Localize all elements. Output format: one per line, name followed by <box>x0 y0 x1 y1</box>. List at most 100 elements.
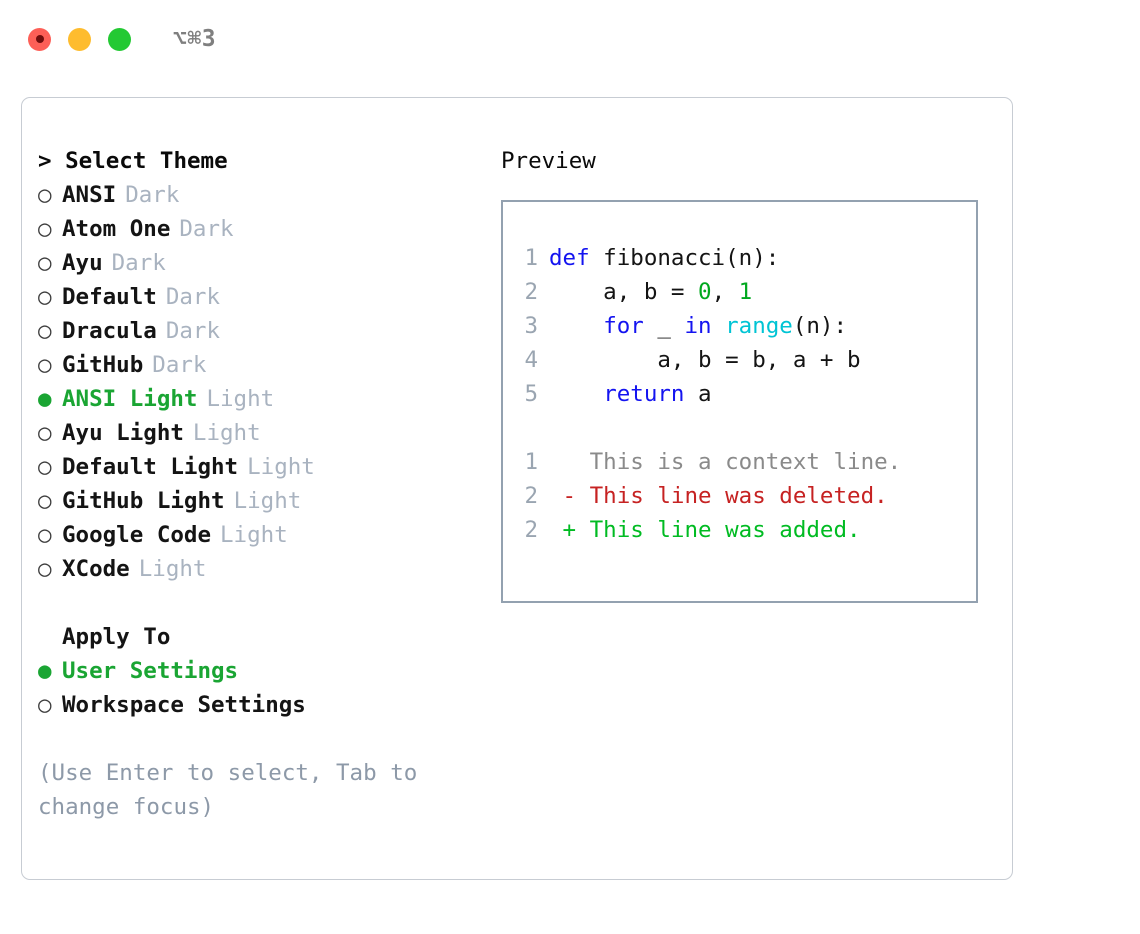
code-line-text: def fibonacci(n): <box>549 241 779 275</box>
code-token: (n): <box>792 313 848 339</box>
radio-unselected-icon[interactable]: ○ <box>38 352 52 378</box>
diff-line-text: - This line was deleted. <box>549 479 888 513</box>
code-line: 2 a, b = 0, 1 <box>510 275 970 309</box>
theme-variant-tag: Dark <box>111 250 166 276</box>
apply-to-label: Apply To <box>62 624 171 650</box>
theme-name-label: Google Code <box>62 522 212 548</box>
radio-selected-icon[interactable]: ● <box>38 658 52 684</box>
code-line-text: return a <box>549 377 712 411</box>
code-token: 0 <box>698 279 712 305</box>
code-token: in <box>684 313 712 339</box>
theme-name-label: XCode <box>62 556 130 582</box>
theme-option-row[interactable]: ○ Dracula Dark <box>38 314 488 348</box>
code-token: a, b = b, a + b <box>549 347 861 373</box>
theme-option-row[interactable]: ○ Default Light Light <box>38 450 488 484</box>
theme-name-label: Default Light <box>62 454 239 480</box>
code-token: return <box>603 381 685 407</box>
code-token: _ <box>643 313 685 339</box>
code-token: def <box>549 245 590 271</box>
radio-unselected-icon[interactable]: ○ <box>38 182 52 208</box>
theme-name-label: Ayu <box>62 250 103 276</box>
line-number: 3 <box>524 313 538 339</box>
theme-name-label: Ayu Light <box>62 420 184 446</box>
apply-to-group: Apply To ● User Settings ○Workspace Settin… <box>38 620 488 722</box>
theme-variant-tag: Light <box>206 386 275 412</box>
keyboard-shortcut-label: ⌥⌘3 <box>173 26 217 52</box>
code-token: a <box>684 381 712 407</box>
theme-variant-tag: Light <box>233 488 302 514</box>
code-line: 1 def fibonacci(n): <box>510 241 970 275</box>
radio-unselected-icon[interactable]: ○ <box>38 420 52 446</box>
radio-unselected-icon[interactable]: ○ <box>38 250 52 276</box>
diff-marker: - <box>549 483 577 509</box>
apply-to-option-row[interactable]: ● User Settings <box>38 654 488 688</box>
theme-variant-tag: Dark <box>165 318 221 344</box>
diff-line: 1 This is a context line. <box>510 445 970 479</box>
theme-option-row[interactable]: ○ Ayu Dark <box>38 246 488 280</box>
radio-unselected-icon[interactable]: ○ <box>38 454 52 480</box>
select-theme-header: > Select Theme <box>38 148 228 174</box>
code-token: , <box>711 279 739 305</box>
diff-line: 2 - This line was deleted. <box>510 479 970 513</box>
close-button[interactable] <box>28 27 51 51</box>
radio-unselected-icon[interactable]: ○ <box>38 488 52 514</box>
code-line-text: for _ in range(n): <box>549 309 847 343</box>
radio-selected-icon[interactable]: ● <box>38 386 52 412</box>
diff-text: This is a context line. <box>576 449 902 475</box>
theme-variant-tag: Dark <box>152 352 207 378</box>
theme-name-label: Dracula <box>62 318 157 344</box>
code-line: 3 for _ in range(n): <box>510 309 970 343</box>
radio-unselected-icon[interactable]: ○ <box>38 556 52 582</box>
code-diff-separator <box>510 411 970 445</box>
diff-text: This line was deleted. <box>576 483 888 509</box>
diff-line-text: This is a context line. <box>549 445 902 479</box>
diff-marker <box>549 449 576 475</box>
diff-marker: + <box>549 517 577 543</box>
maximize-button[interactable] <box>108 27 131 51</box>
radio-unselected-icon[interactable]: ○ <box>38 522 52 548</box>
apply-to-option-row[interactable]: ○Workspace Settings <box>38 688 488 722</box>
diff-block: 1 This is a context line.2 - This line w… <box>510 445 970 547</box>
keyboard-hint-text: (Use Enter to select, Tab to change focu… <box>38 760 418 820</box>
minimize-button[interactable] <box>68 27 91 51</box>
line-number: 1 <box>524 449 538 475</box>
line-number: 2 <box>524 483 538 509</box>
code-token: fibonacci(n): <box>589 245 780 271</box>
code-token <box>549 381 603 407</box>
code-token: a, b = <box>549 279 699 305</box>
radio-unselected-icon[interactable]: ○ <box>38 692 52 718</box>
diff-text: This line was added. <box>576 517 861 543</box>
apply-to-option-label: User Settings <box>62 658 239 684</box>
code-token <box>549 313 603 339</box>
window-controls <box>28 27 131 51</box>
diff-line: 2 + This line was added. <box>510 513 970 547</box>
theme-variant-tag: Light <box>247 454 315 480</box>
radio-unselected-icon[interactable]: ○ <box>38 284 52 310</box>
title-bar: ⌥⌘3 <box>0 0 1140 78</box>
radio-unselected-icon[interactable]: ○ <box>38 216 52 242</box>
line-number: 2 <box>524 517 538 543</box>
theme-name-label: Atom One <box>62 216 171 242</box>
radio-unselected-icon[interactable]: ○ <box>38 318 52 344</box>
line-number: 1 <box>524 245 538 271</box>
theme-name-label: Default <box>62 284 157 310</box>
code-line: 4 a, b = b, a + b <box>510 343 970 377</box>
code-token: range <box>725 313 793 339</box>
code-line-text: a, b = b, a + b <box>549 343 861 377</box>
code-token: for <box>603 313 644 339</box>
